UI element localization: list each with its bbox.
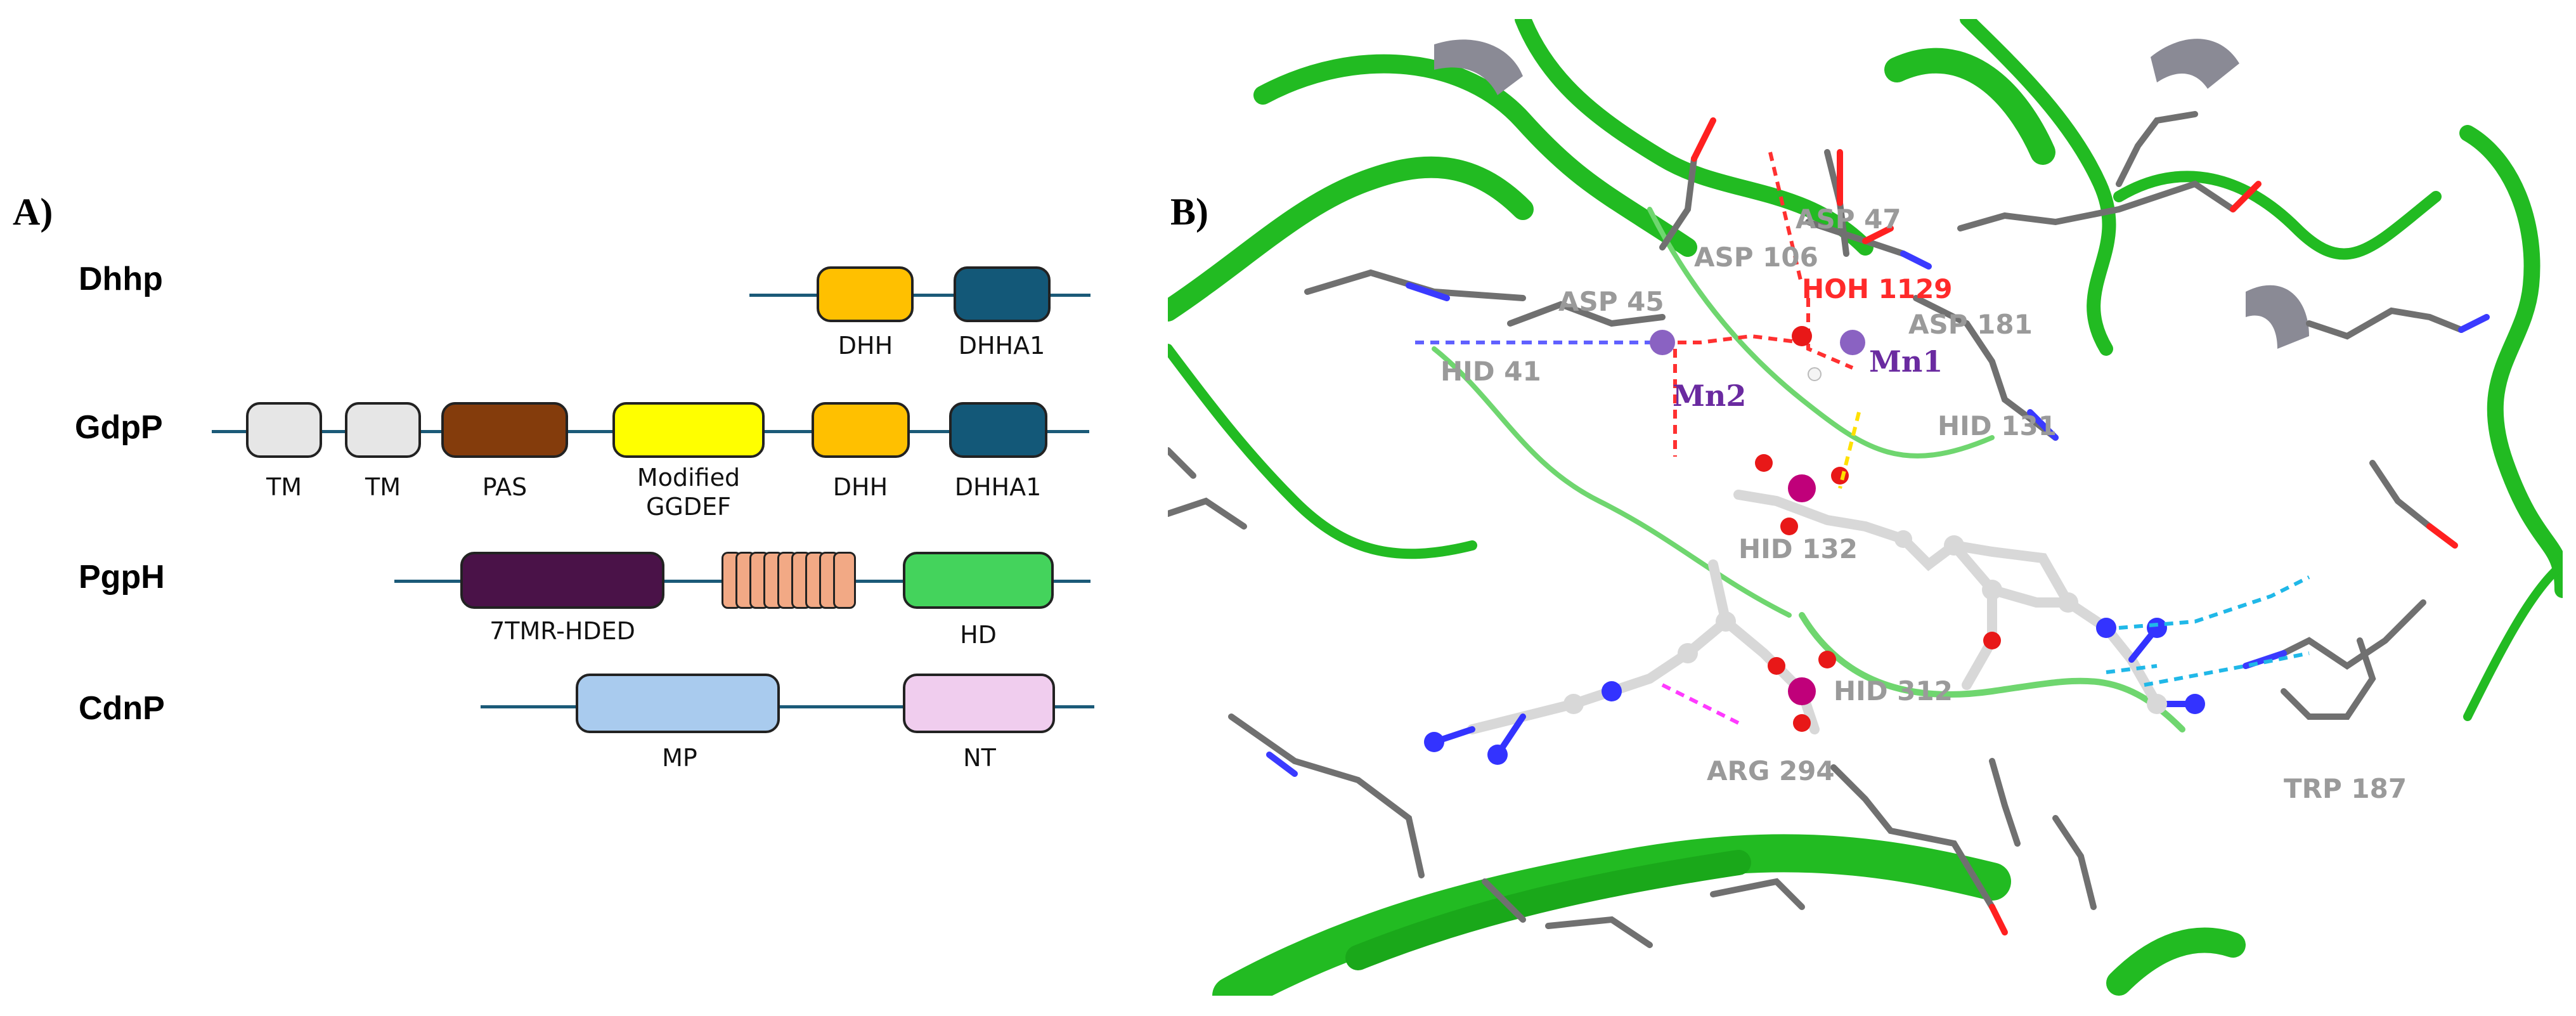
gdpp-domain-tm-1: [246, 402, 322, 458]
gdpp-label-tm-2: TM: [365, 473, 401, 501]
stick-residues: [1168, 111, 2464, 948]
gdpp-domain-ggdef: [612, 402, 765, 458]
gdpp-domain-dhh: [812, 402, 910, 458]
ligand: [1424, 454, 2205, 765]
mn1-label: Mn1: [1869, 344, 1943, 379]
gdpp-domain-dhha1: [949, 402, 1047, 458]
cdnp-backbone: [481, 705, 1094, 708]
oxygen-sticks: [1691, 117, 2458, 935]
water-label: HOH 1129: [1802, 273, 1953, 304]
gdpp-label-ggdef: Modified GGDEF: [637, 464, 741, 521]
gdpp-label-tm-1: TM: [266, 473, 302, 501]
pgph-domain-7tmr-hded: [460, 552, 664, 609]
panel-b-label: B): [1170, 191, 1208, 233]
helix-segments: [1434, 39, 2309, 349]
dhhp-label-dhha1: DHHA1: [958, 332, 1045, 360]
water-oxygen: [1792, 326, 1812, 346]
protein-name-cdnp: CdnP: [79, 690, 165, 727]
dhhp-domain-dhh: [817, 266, 914, 322]
gdpp-label-pas: PAS: [482, 473, 527, 501]
protein-name-pgph: PgpH: [79, 559, 165, 596]
panel-a-label: A): [13, 191, 53, 233]
protein-name-gdpp: GdpP: [75, 409, 163, 446]
residue-hid132: HID 132: [1738, 533, 1858, 564]
active-site-structure: ASP 47 ASP 106 ASP 45 HID 41 ASP 181 HID…: [1168, 19, 2563, 996]
residue-hid131: HID 131: [1938, 410, 2057, 441]
pgph-helix-repeats: [722, 552, 856, 609]
cdnp-label-nt: NT: [963, 744, 996, 772]
gdpp-domain-tm-2: [345, 402, 421, 458]
water-hydrogen: [1808, 367, 1822, 381]
pgph-domain-hd: [903, 552, 1054, 609]
interaction-lines: [1415, 152, 2310, 725]
protein-name-dhhp: Dhhp: [79, 261, 163, 297]
ribbon-cartoon: [1168, 19, 2563, 996]
residue-trp187: TRP 187: [2284, 773, 2407, 804]
cdnp-domain-mp: [576, 674, 780, 733]
dhhp-domain-dhha1: [954, 266, 1051, 322]
gdpp-label-dhh: DHH: [832, 473, 888, 501]
residue-hid312: HID 312: [1834, 675, 1953, 707]
residue-hid41: HID 41: [1440, 356, 1541, 387]
helix-coil: [833, 552, 856, 609]
dhhp-label-dhh: DHH: [838, 332, 893, 360]
gdpp-domain-pas: [441, 402, 568, 458]
dhhp-backbone: [749, 294, 1091, 297]
mn1-atom: [1840, 330, 1865, 355]
pgph-label-hd: HD: [960, 621, 997, 649]
residue-asp181: ASP 181: [1908, 309, 2033, 340]
cdnp-domain-nt: [903, 674, 1055, 733]
residue-asp45: ASP 45: [1558, 286, 1664, 317]
residue-asp106: ASP 106: [1694, 242, 1818, 273]
residue-asp47: ASP 47: [1796, 204, 1901, 235]
pgph-label-7tmr-hded: 7TMR-HDED: [489, 617, 635, 645]
cdnp-label-mp: MP: [662, 744, 697, 772]
mn2-atom: [1650, 330, 1675, 355]
residue-arg294: ARG 294: [1707, 755, 1835, 786]
gdpp-label-dhha1: DHHA1: [954, 473, 1042, 501]
mn2-label: Mn2: [1673, 379, 1746, 413]
